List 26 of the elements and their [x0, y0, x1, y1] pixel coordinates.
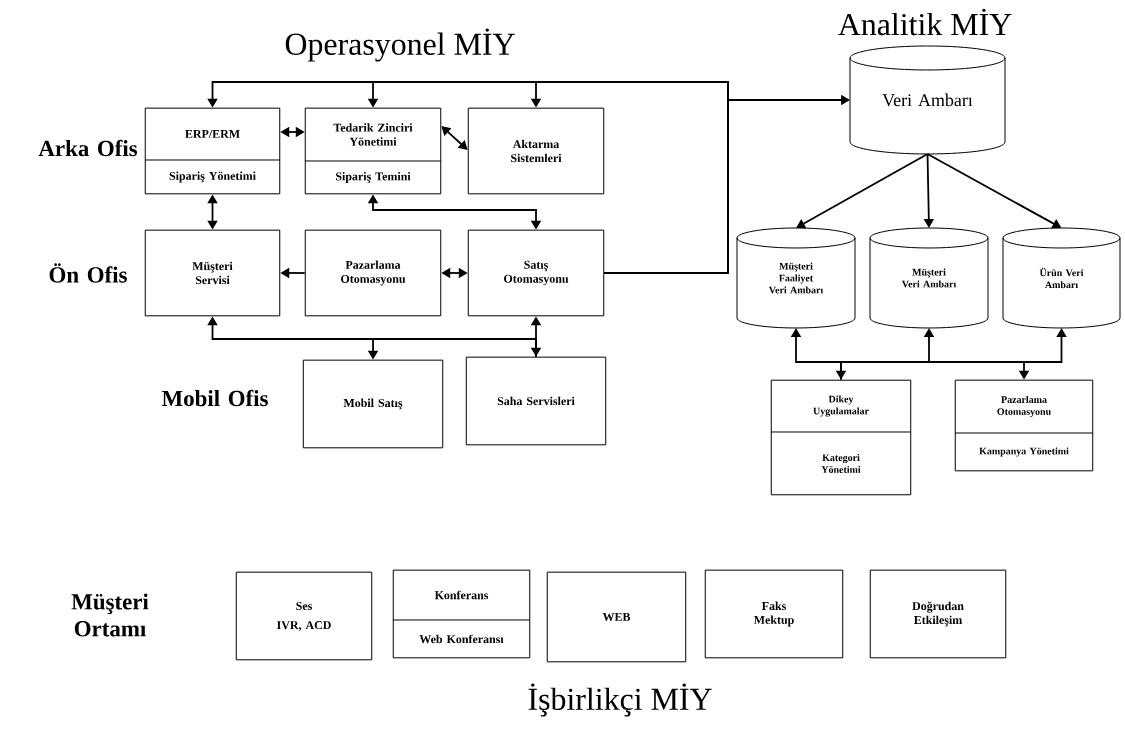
arrow — [441, 126, 468, 150]
process-box: Aktarma Sistemleri — [467, 107, 605, 195]
arrow — [603, 94, 850, 274]
heading: İşbirlikçi MİY — [528, 683, 712, 717]
row-label: Mobil Ofis — [161, 389, 268, 407]
process-box: Pazarlama Otomasyonu — [304, 229, 442, 317]
process-box: Satış Otomasyonu — [467, 229, 605, 317]
process-box: Doğrudan Etkileşim — [869, 569, 1007, 659]
process-box: Müşteri Servisi — [144, 229, 281, 317]
process-box: Ses IVR, ACD — [235, 571, 373, 661]
heading: Operasyonel MİY — [285, 28, 515, 62]
process-box: Faks Mektup — [704, 569, 844, 659]
process-box: Mobil Satış — [302, 359, 444, 449]
database-cylinder: Veri Ambarı — [849, 45, 1006, 155]
process-box: Pazarlama Otomasyonu Kampanya Yönetimi — [954, 379, 1094, 472]
database-cylinder: Ürün Veri Ambarı — [1002, 227, 1121, 329]
database-cylinder: Müşteri Faaliyet Veri Ambarı — [736, 227, 856, 329]
database-cylinder: Müşteri Veri Ambarı — [869, 227, 989, 329]
arrow — [796, 153, 929, 229]
row-label: Müşteri Ortamı — [71, 593, 149, 637]
process-box: Konferans Web Konferansı — [392, 569, 531, 659]
process-box: ERP/ERM Sipariş Yönetimi — [144, 107, 281, 195]
process-box: WEB — [546, 571, 687, 663]
process-box: Dikey Uygulamalar Kategori Yönetimi — [770, 379, 912, 496]
process-box: Saha Servisleri — [465, 356, 607, 446]
process-box: Tedarik Zinciri Yönetimi Sipariş Temini — [304, 107, 442, 195]
